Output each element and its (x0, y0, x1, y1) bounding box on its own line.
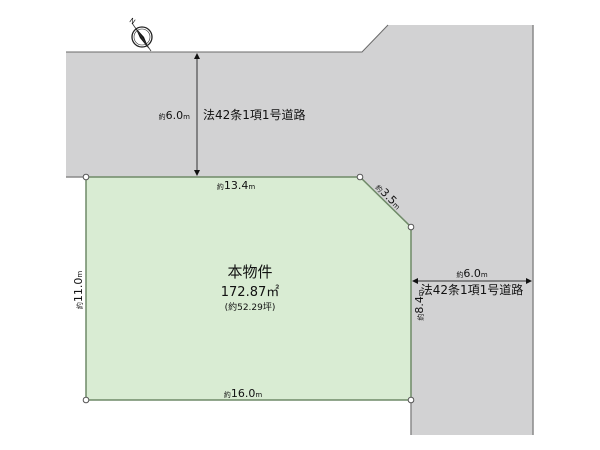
bottom-side-length: 約16.0m (224, 387, 263, 400)
east-road-name: 法42条1項1号道路 (421, 282, 524, 297)
corner-marker (82, 396, 90, 404)
corner-marker (356, 173, 364, 181)
north-road-name: 法42条1項1号道路 (203, 107, 306, 122)
north-label: N (128, 17, 137, 27)
corner-marker (407, 396, 415, 404)
north-road-width-label: 約6.0m (159, 109, 191, 122)
left-side-length: 約11.0m (72, 271, 85, 310)
corner-marker (407, 223, 415, 231)
property-lot[interactable] (85, 176, 412, 401)
corner-markers (82, 173, 415, 404)
north-road (66, 25, 533, 435)
property-area: 172.87㎡ (221, 285, 280, 300)
right-side-length: 約8.4m (413, 289, 426, 321)
east-road-width-dimension (412, 278, 532, 284)
north-arrow-icon: N (128, 17, 153, 52)
corner-marker (82, 173, 90, 181)
property-title: 本物件 (227, 263, 272, 281)
property-area-tsubo: (約52.29坪) (225, 301, 276, 313)
road-edge-top (66, 24, 389, 53)
north-road-width-dimension (194, 53, 200, 176)
top-side-length: 約13.4m (217, 179, 256, 192)
east-road-width-label: 約6.0m (456, 267, 488, 280)
